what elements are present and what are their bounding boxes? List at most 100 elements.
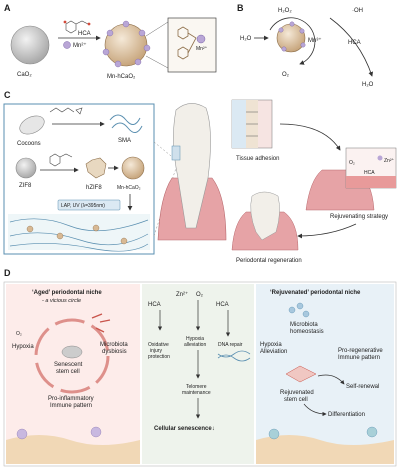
mn-inset-icon [196, 34, 206, 44]
rejuv-stem-cell-icon [285, 365, 317, 383]
panel-a: A CaO₂ Mn²⁺ HCA Mn-hCaO₂ [4, 3, 217, 80]
sma-label: SMA [118, 138, 131, 144]
arrow-differentiation [303, 403, 327, 417]
aged-bg [6, 284, 140, 464]
mid-hca-right: HCA [216, 302, 229, 308]
panel-a-label: A [4, 3, 11, 13]
mn-hcao2-c-icon [121, 156, 145, 180]
dna-icon [217, 350, 251, 362]
cao2-particle [10, 25, 50, 65]
h2o-out-label: H₂O [362, 82, 374, 88]
mid-zn-label: Zn²⁺ [176, 291, 188, 298]
oh-label: ·OH [352, 8, 363, 14]
pro-regen-label-2: Immune pattern [338, 355, 380, 361]
tissue-adhesion-inset [231, 99, 273, 149]
immune-cells-right [268, 426, 378, 440]
immune-cells-left [16, 426, 102, 440]
zn-c-label: Zn²⁺ [384, 158, 395, 164]
pro-regen-label-1: Pro-regenerative [338, 348, 383, 354]
lap-uv-label: LAP, UV (λ=395nm) [61, 203, 105, 209]
mn-hcao2-c-label: Mn-hCaO₂ [117, 185, 141, 191]
panel-c: C Cocoons SMA ZIF8 hZIF8 Mn-hCaO₂ LA [3, 90, 397, 264]
o2-d-label: O₂ [16, 331, 22, 337]
zif8-label: ZIF8 [19, 183, 32, 189]
hca-chain-icon [177, 26, 197, 60]
bacteria-icon [91, 313, 111, 333]
rejuv-title: ‘Rejuvenated’ periodontal niche [270, 290, 361, 296]
cocoon-icon [19, 115, 45, 135]
zoom-line-2 [145, 55, 169, 69]
sma-polymer-icon [109, 114, 143, 133]
dna-repair-label: DNA repair [218, 342, 243, 348]
panel-d: D ‘Aged’ periodontal niche - a vicious c… [3, 268, 397, 467]
telomere-label-1: Telomere [186, 384, 207, 390]
zoom-line-c1 [153, 141, 177, 161]
rejuv-stem-1: Rejuvenated [280, 390, 314, 396]
hzif8-label: hZIF8 [86, 185, 102, 191]
telomere-label-2: maintenance [182, 390, 211, 396]
rejuv-tissue [256, 435, 394, 464]
senescent-label: Senescent [54, 362, 83, 368]
vicious-circle [34, 318, 110, 394]
zif8-icon [15, 157, 37, 179]
aged-tissue [6, 435, 140, 464]
panel-c-label: C [4, 90, 11, 100]
hca-c-label: HCA [364, 170, 375, 176]
mn-hcao2-particle [102, 20, 151, 68]
hypoxia-alleviation-r1: Hypoxia [260, 342, 282, 348]
periodontal-regen-label: Periodontal regeneration [236, 258, 302, 264]
hypoxia-alleviation-r2: Alleviation [260, 349, 287, 355]
hydrogel-network [9, 218, 149, 252]
pro-inflam-label-1: Pro-inflammatory [48, 396, 94, 402]
hca-arrow-b [329, 17, 374, 77]
mn-label: Mn²⁺ [73, 42, 87, 49]
gma-molecule-icon [49, 107, 83, 115]
microbiota-healthy-icon [288, 302, 310, 318]
arrow-rejuv-regen [297, 223, 357, 239]
self-renewal-label: Self-renewal [346, 384, 379, 390]
panel-d-label: D [4, 268, 11, 278]
rejuv-stem-2: stem cell [284, 397, 308, 403]
rejuvenating-inset [305, 147, 397, 211]
differentiation-label: Differentiation [328, 412, 365, 418]
hypoxia-alleviation-2: alleviation [184, 342, 206, 348]
hypoxia-alleviation-1: Hypoxia [186, 336, 204, 342]
oxidative-label-2: injury [150, 348, 162, 354]
hca-label-b: HCA [348, 40, 361, 46]
tissue-adhesion-label: Tissue adhesion [236, 156, 279, 162]
arrow-self-renewal [317, 374, 345, 385]
cycle-arrow [269, 17, 316, 65]
h2o-in-label: H₂O [240, 36, 252, 42]
hypoxia-label: Hypoxia [12, 344, 34, 350]
aged-subtitle: - a vicious circle [42, 298, 81, 304]
pro-inflam-label-2: Immune pattern [50, 403, 92, 409]
mn-hcao2-label: Mn-hCaO₂ [107, 74, 136, 80]
arrow-adhesion-rejuv [279, 123, 341, 151]
cocoons-label: Cocoons [17, 141, 41, 147]
panel-b: B H₂O₂ ·OH H₂O Mn³⁺ O₂ HCA H₂O [237, 3, 374, 88]
zoom-line-1 [145, 21, 169, 37]
tooth-main [157, 103, 227, 241]
oxidative-label-1: Oxidative [148, 342, 169, 348]
tooth-regenerated [231, 191, 299, 251]
microbiota-homeo-2: homeostasis [290, 329, 324, 335]
aged-title: ‘Aged’ periodontal niche [32, 290, 102, 296]
dysbiosis-label: dysbiosis [102, 349, 127, 355]
microbiota-label: Microbiota [100, 342, 128, 348]
mid-hca-left: HCA [148, 302, 161, 308]
rejuvenating-label: Rejuvenating strategy [330, 214, 388, 220]
stem-cell-label: stem cell [56, 369, 80, 375]
mn-ion-icon [63, 41, 71, 49]
cao2-label: CaO₂ [17, 72, 32, 78]
mn-inset-label: Mn²⁺ [196, 46, 208, 52]
panel-b-label: B [237, 3, 244, 13]
senescent-cell-icon [61, 345, 83, 359]
hca-molecule-c-icon [49, 153, 73, 167]
hydrogel-particles [26, 224, 128, 245]
oxidative-label-3: protection [148, 354, 170, 360]
hca-molecule-icon [63, 20, 91, 34]
hca-label-a: HCA [78, 31, 91, 37]
hzif8-icon [85, 157, 107, 179]
microbiota-homeo-1: Microbiota [290, 322, 318, 328]
